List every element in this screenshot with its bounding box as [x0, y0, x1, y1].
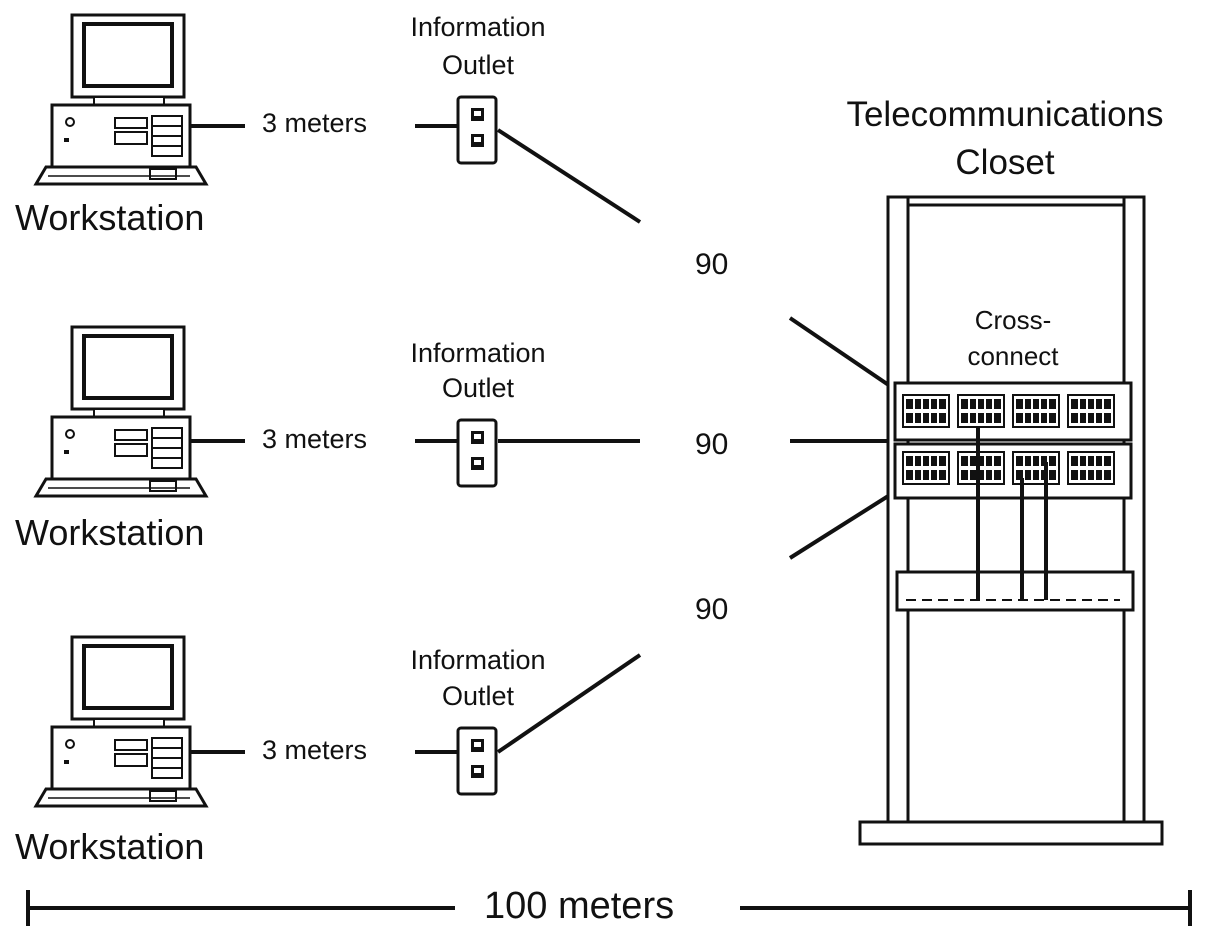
information-outlet-label: Outlet: [441, 373, 515, 403]
patch-cords: [190, 124, 470, 754]
workstation-computer-icon: [34, 635, 208, 808]
horizontal-cables: [496, 128, 895, 754]
closet-title: Telecommunications: [846, 95, 1164, 134]
workstation-computer-icon: [34, 325, 208, 498]
horizontal-run-label: 90: [695, 248, 729, 281]
information-outlet-label: Outlet: [441, 50, 515, 80]
equipment-rack-icon: [858, 195, 1164, 846]
information-outlet-label: Information: [410, 12, 546, 42]
span-dimension-line: [26, 890, 1192, 926]
information-outlet-label: Information: [410, 645, 546, 675]
workstation-label: Workstation: [15, 826, 205, 867]
patch-cord-length-label: 3 meters: [262, 424, 368, 454]
information-outlet-icon: [456, 726, 498, 796]
information-outlet-icon: [456, 95, 498, 165]
patch-cord-length-label: 3 meters: [262, 108, 368, 138]
horizontal-run-label: 90: [695, 428, 729, 461]
patch-cord-length-label: 3 meters: [262, 735, 368, 765]
information-outlet-label: Outlet: [441, 681, 515, 711]
information-outlet-icon: [456, 418, 498, 488]
closet-title: Closet: [955, 143, 1055, 182]
workstation-label: Workstation: [15, 197, 205, 238]
horizontal-run-label: 90: [695, 593, 729, 626]
information-outlet-label: Information: [410, 338, 546, 368]
workstation-label: Workstation: [15, 512, 205, 553]
workstation-computer-icon: [34, 13, 208, 186]
crossconnect-label: connect: [967, 341, 1059, 371]
span-label: 100 meters: [478, 887, 681, 925]
crossconnect-label: Cross-: [974, 305, 1052, 335]
